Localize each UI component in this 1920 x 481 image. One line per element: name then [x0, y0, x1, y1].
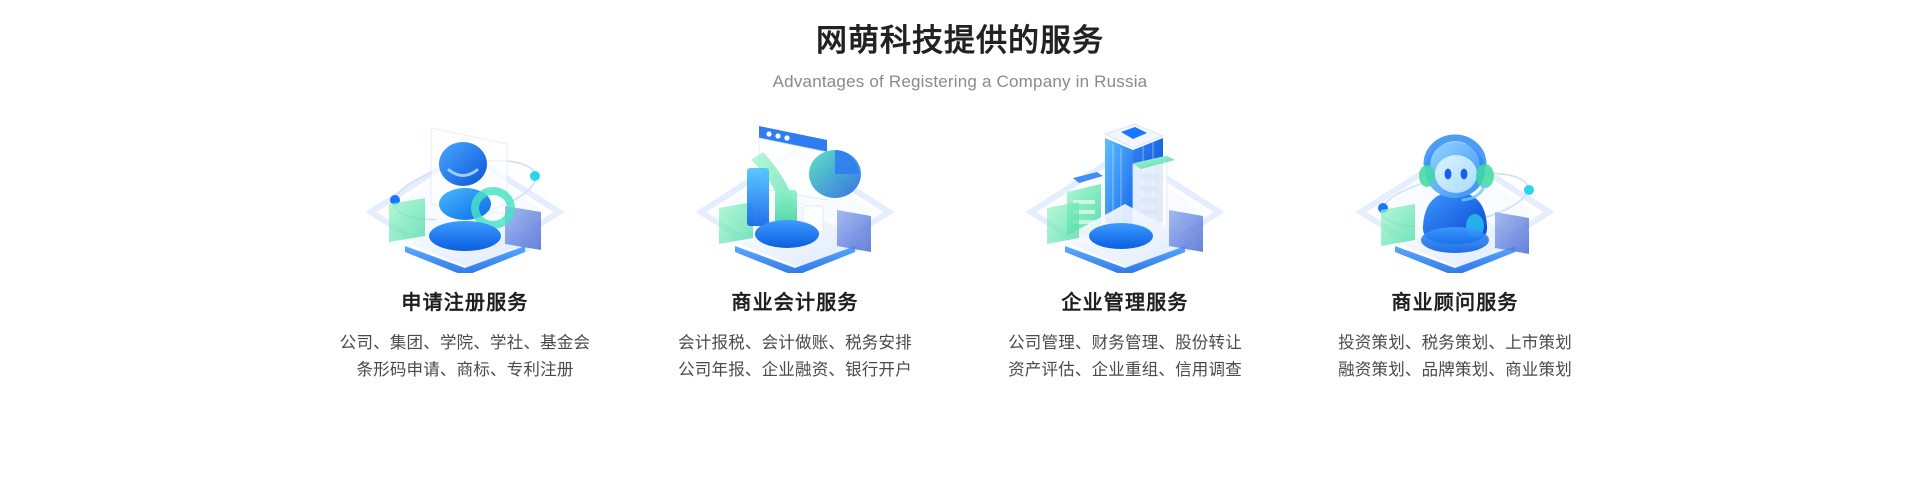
card-title: 申请注册服务: [401, 292, 529, 314]
card-desc-line-1: 投资策划、税务策划、上市策划: [1338, 334, 1572, 352]
card-title: 商业顾问服务: [1391, 292, 1519, 314]
accounting-charts-illustration: [675, 108, 915, 273]
user-registration-illustration: [345, 108, 585, 273]
card-title: 商业会计服务: [731, 292, 859, 314]
page-subtitle: Advantages of Registering a Company in R…: [772, 71, 1148, 91]
card-desc-line-2: 资产评估、企业重组、信用调查: [1008, 360, 1242, 379]
card-description: 公司管理、财务管理、股份转让 资产评估、企业重组、信用调查: [1008, 330, 1242, 383]
section-header: 网萌科技提供的服务 Advantages of Registering a Co…: [0, 0, 1920, 92]
enterprise-buildings-illustration: [1005, 108, 1245, 273]
card-description: 公司、集团、学院、学社、基金会 条形码申请、商标、专利注册: [340, 330, 591, 383]
card-desc-line-2: 公司年报、企业融资、银行开户: [678, 360, 912, 379]
service-card-registration[interactable]: 申请注册服务 公司、集团、学院、学社、基金会 条形码申请、商标、专利注册: [315, 108, 615, 383]
card-title: 企业管理服务: [1061, 292, 1189, 314]
card-desc-line-2: 融资策划、品牌策划、商业策划: [1338, 360, 1572, 379]
service-card-consultant[interactable]: 商业顾问服务 投资策划、税务策划、上市策划 融资策划、品牌策划、商业策划: [1305, 108, 1605, 383]
page-title: 网萌科技提供的服务: [816, 23, 1104, 58]
card-desc-line-2: 条形码申请、商标、专利注册: [356, 360, 574, 379]
service-cards-row: 申请注册服务 公司、集团、学院、学社、基金会 条形码申请、商标、专利注册: [315, 108, 1605, 383]
service-card-accounting[interactable]: 商业会计服务 会计报税、会计做账、税务安排 公司年报、企业融资、银行开户: [645, 108, 945, 383]
card-desc-line-1: 会计报税、会计做账、税务安排: [678, 334, 912, 352]
service-card-enterprise[interactable]: 企业管理服务 公司管理、财务管理、股份转让 资产评估、企业重组、信用调查: [975, 108, 1275, 383]
consultant-robot-illustration: [1335, 108, 1575, 273]
card-desc-line-1: 公司管理、财务管理、股份转让: [1008, 334, 1242, 352]
card-desc-line-1: 公司、集团、学院、学社、基金会: [339, 334, 591, 352]
card-description: 会计报税、会计做账、税务安排 公司年报、企业融资、银行开户: [678, 330, 912, 383]
card-description: 投资策划、税务策划、上市策划 融资策划、品牌策划、商业策划: [1338, 330, 1572, 383]
